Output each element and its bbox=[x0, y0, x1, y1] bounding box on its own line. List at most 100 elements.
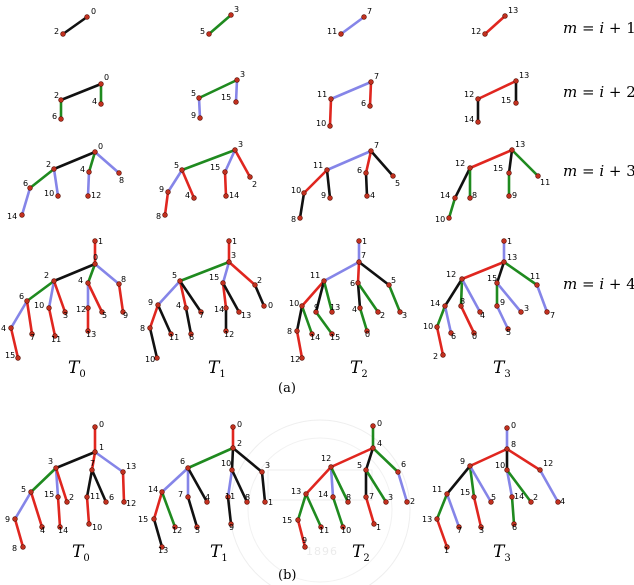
node-label: 3 bbox=[524, 304, 529, 313]
tree-edge-green bbox=[207, 13, 233, 36]
tree-node bbox=[329, 331, 335, 337]
tree-edge-green bbox=[468, 464, 476, 499]
tree-edge-blue bbox=[234, 78, 239, 104]
tree-node bbox=[297, 215, 303, 221]
node-label: 1 bbox=[376, 523, 381, 532]
tree-node bbox=[234, 77, 240, 83]
tree-edge-red bbox=[295, 329, 304, 360]
node-label: 9 bbox=[148, 298, 153, 307]
node-label: 6 bbox=[401, 460, 406, 469]
node-label: 3 bbox=[479, 526, 484, 535]
tree-edge-blue bbox=[86, 170, 91, 198]
tree-edge-black bbox=[221, 281, 241, 314]
tree-edge-red bbox=[221, 281, 228, 310]
tree-node bbox=[504, 467, 510, 473]
node-label: 1 bbox=[232, 237, 237, 246]
tree-node bbox=[303, 491, 309, 497]
node-label: 15 bbox=[209, 273, 219, 282]
node-label: 9 bbox=[159, 185, 164, 194]
tree-edge-black bbox=[148, 326, 159, 360]
tree-edge-green bbox=[87, 150, 97, 174]
tree-label-b-T0: T0 bbox=[72, 542, 90, 564]
node-label: 4 bbox=[205, 493, 210, 502]
tree-node bbox=[259, 469, 265, 475]
node-label: 13 bbox=[508, 6, 518, 15]
tree-node bbox=[85, 280, 91, 286]
tree-node bbox=[55, 494, 61, 500]
tree-node bbox=[471, 330, 477, 336]
tree-edge-blue bbox=[13, 490, 33, 521]
tree-node bbox=[28, 489, 34, 495]
tree-node bbox=[86, 521, 92, 527]
tree-node bbox=[368, 79, 374, 85]
tree-node bbox=[58, 97, 64, 103]
tree-node bbox=[262, 499, 268, 505]
tree-edge-black bbox=[152, 517, 164, 549]
tree-node bbox=[159, 544, 165, 550]
node-label: 14 bbox=[430, 299, 440, 308]
tree-node bbox=[535, 173, 541, 179]
node-label: 5 bbox=[357, 461, 362, 470]
tree-edge-red bbox=[29, 490, 44, 529]
tree-edge-green bbox=[435, 492, 449, 521]
node-label: 10 bbox=[289, 299, 299, 308]
tree-node bbox=[357, 305, 363, 311]
tree-node bbox=[121, 499, 127, 505]
node-label: 5 bbox=[491, 493, 496, 502]
tree-node bbox=[395, 469, 401, 475]
tree-edge-red bbox=[90, 450, 97, 472]
node-label: 12 bbox=[455, 159, 465, 168]
tree-node bbox=[459, 276, 465, 282]
tree-node bbox=[444, 491, 450, 497]
tree-edge-green bbox=[322, 279, 334, 314]
tree-node bbox=[120, 309, 126, 315]
tree-edge-blue bbox=[93, 150, 121, 175]
tree-node bbox=[506, 193, 512, 199]
node-label: 12 bbox=[471, 27, 481, 36]
tree-edge-green bbox=[371, 446, 400, 474]
node-label: 6 bbox=[350, 279, 355, 288]
tree-node bbox=[12, 516, 18, 522]
tree-node bbox=[228, 521, 234, 527]
tree-edge-red bbox=[148, 303, 160, 330]
tree-node bbox=[506, 170, 512, 176]
tree-edge-green bbox=[510, 495, 516, 526]
tree-edge-red bbox=[178, 279, 188, 310]
tree-node bbox=[329, 309, 335, 315]
node-label: 5 bbox=[102, 311, 107, 320]
tree-node bbox=[434, 516, 440, 522]
tree-edge-blue bbox=[52, 167, 60, 198]
tree-edge-black bbox=[156, 303, 173, 336]
tree-node bbox=[165, 189, 171, 195]
tree-node bbox=[383, 499, 389, 505]
tree-node bbox=[456, 524, 462, 530]
tree-node bbox=[57, 524, 63, 530]
node-label: 9 bbox=[460, 457, 465, 466]
tree-edge-red bbox=[152, 490, 164, 521]
tree-node bbox=[494, 303, 500, 309]
node-label: 11 bbox=[225, 492, 235, 501]
tree-edge-black bbox=[184, 306, 193, 336]
node-label: 11 bbox=[432, 485, 442, 494]
tree-node bbox=[327, 195, 333, 201]
node-label: 4 bbox=[80, 165, 85, 174]
node-label: 4 bbox=[1, 324, 6, 333]
node-label: 12 bbox=[91, 191, 101, 200]
node-label: 3 bbox=[388, 493, 393, 502]
node-label: 15 bbox=[210, 163, 220, 172]
node-label: 7 bbox=[199, 311, 204, 320]
tree-edge-blue bbox=[156, 279, 182, 307]
tree-edge-black bbox=[295, 304, 304, 333]
node-label: 12 bbox=[290, 355, 300, 364]
tree-edge-red bbox=[85, 495, 91, 526]
tree-node bbox=[390, 173, 396, 179]
tree-node bbox=[345, 499, 351, 505]
tree-node bbox=[294, 328, 300, 334]
node-label: 13 bbox=[241, 311, 251, 320]
tree-edge-blue bbox=[166, 168, 184, 194]
tree-node bbox=[85, 305, 91, 311]
tree-node bbox=[185, 465, 191, 471]
node-label: 9 bbox=[229, 523, 234, 532]
node-label: 8 bbox=[245, 493, 250, 502]
tree-edge-red bbox=[468, 447, 509, 468]
